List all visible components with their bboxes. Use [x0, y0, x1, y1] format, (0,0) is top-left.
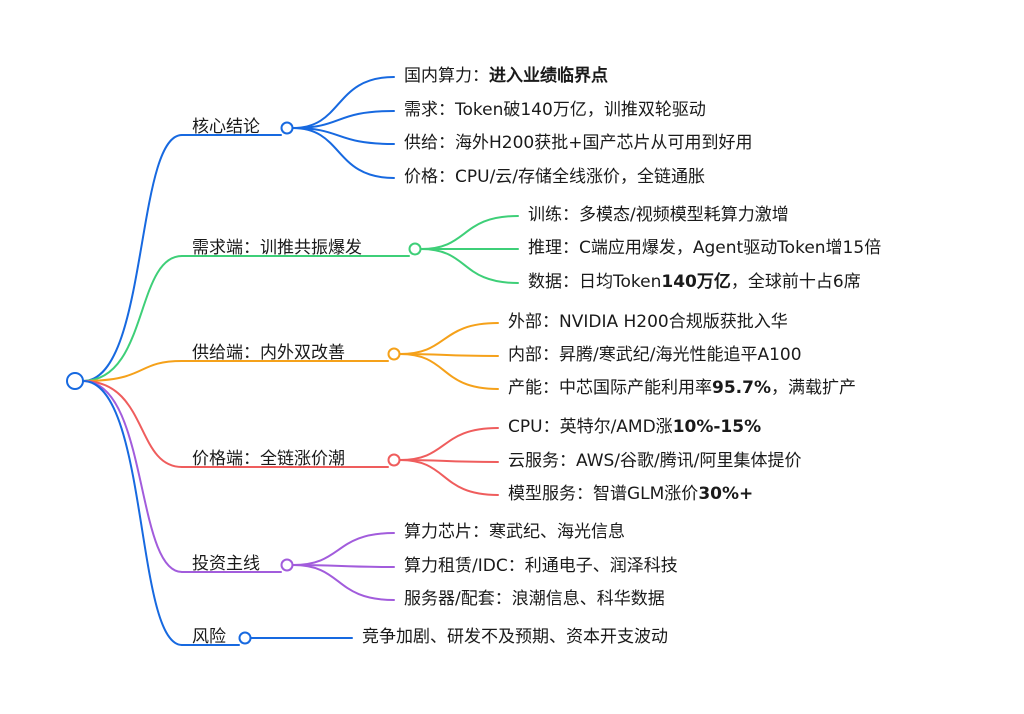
child-node-invest-1: 算力租赁/IDC：利通电子、润泽科技 — [404, 556, 678, 576]
child-node-price-1: 云服务：AWS/谷歌/腾讯/阿里集体提价 — [508, 451, 801, 471]
child-text-segment: 竞争加剧、研发不及预期、资本开支波动 — [362, 627, 668, 647]
child-text-segment: 服务器/配套：浪潮信息、科华数据 — [404, 589, 665, 609]
edge-demand-child-2 — [420, 248, 519, 284]
edge-root-invest — [82, 380, 183, 573]
child-node-price-2: 模型服务：智谱GLM涨价30%+ — [508, 484, 753, 504]
child-node-demand-1: 推理：C端应用爆发，Agent驱动Token增15倍 — [528, 238, 881, 258]
branch-label-risk: 风险 — [192, 627, 226, 647]
child-node-core-1: 需求：Token破140万亿，训推双轮驱动 — [404, 100, 706, 120]
branch-label-demand: 需求端：训推共振爆发 — [192, 238, 362, 258]
child-node-price-0: CPU：英特尔/AMD涨10%-15% — [508, 417, 761, 437]
edges-layer — [82, 76, 519, 646]
child-text-segment: 供给：海外H200获批+国产芯片从可用到好用 — [404, 133, 752, 153]
nodes-layer: 核心结论 国内算力：进入业绩临界点需求：Token破140万亿，训推双轮驱动供给：… — [66, 65, 881, 647]
edge-invest-child-1 — [292, 564, 395, 568]
edge-core-child-2 — [292, 127, 395, 145]
branch-toggle-core[interactable] — [280, 121, 294, 135]
edge-demand-child-0 — [420, 215, 519, 250]
edge-core-child-1 — [292, 110, 395, 129]
edge-root-demand — [82, 255, 183, 382]
child-text-segment: 95.7% — [712, 378, 771, 398]
child-node-demand-2: 数据：日均Token140万亿，全球前十占6席 — [528, 271, 861, 292]
child-text-segment: 模型服务：智谱GLM涨价 — [508, 484, 698, 504]
child-text-segment: 产能：中芯国际产能利用率 — [508, 378, 712, 398]
edge-root-core — [82, 134, 183, 382]
edge-root-supply — [82, 360, 183, 382]
child-text-segment: 推理：C端应用爆发，Agent驱动Token增15倍 — [528, 238, 881, 258]
child-text-segment: 10%-15% — [673, 417, 761, 437]
child-node-invest-0: 算力芯片：寒武纪、海光信息 — [404, 522, 625, 542]
child-text-segment: 云服务：AWS/谷歌/腾讯/阿里集体提价 — [508, 451, 801, 471]
edge-core-child-3 — [292, 127, 395, 179]
child-text-segment: 价格：CPU/云/存储全线涨价，全链通胀 — [404, 167, 705, 187]
branch-toggle-invest[interactable] — [280, 558, 294, 572]
branch-label-price: 价格端：全链涨价潮 — [192, 449, 345, 469]
child-text-segment: 需求：Token破140万亿，训推双轮驱动 — [404, 100, 706, 120]
child-text-segment: 算力芯片：寒武纪、海光信息 — [404, 522, 625, 542]
edge-root-price — [82, 380, 183, 468]
child-node-invest-2: 服务器/配套：浪潮信息、科华数据 — [404, 589, 665, 609]
branch-toggle-risk[interactable] — [238, 631, 252, 645]
child-node-core-2: 供给：海外H200获批+国产芯片从可用到好用 — [404, 133, 752, 153]
branch-label-core: 核心结论 — [192, 117, 260, 137]
root-node[interactable] — [66, 372, 84, 390]
child-node-supply-2: 产能：中芯国际产能利用率95.7%，满载扩产 — [508, 378, 856, 398]
child-text-segment: ，全球前十占6席 — [731, 272, 861, 292]
child-text-segment: 进入业绩临界点 — [489, 65, 608, 86]
edge-root-risk — [82, 380, 183, 646]
child-text-segment: 国内算力： — [404, 66, 489, 86]
child-text-segment: 训练：多模态/视频模型耗算力激增 — [528, 205, 789, 225]
edge-invest-child-2 — [292, 564, 395, 601]
branch-label-supply: 供给端：内外双改善 — [192, 343, 345, 363]
branch-toggle-supply[interactable] — [387, 347, 401, 361]
edge-price-child-1 — [399, 459, 499, 463]
child-node-core-3: 价格：CPU/云/存储全线涨价，全链通胀 — [404, 167, 705, 187]
child-node-core-0: 国内算力：进入业绩临界点 — [404, 65, 608, 86]
child-text-segment: 140万亿 — [661, 271, 731, 292]
edge-invest-child-0 — [292, 532, 395, 566]
branch-label-invest: 投资主线 — [192, 554, 260, 574]
child-node-risk-0: 竞争加剧、研发不及预期、资本开支波动 — [362, 627, 668, 647]
child-text-segment: 外部：NVIDIA H200合规版获批入华 — [508, 312, 788, 332]
edge-supply-child-0 — [399, 322, 499, 355]
child-node-supply-1: 内部：昇腾/寒武纪/海光性能追平A100 — [508, 345, 802, 365]
child-node-demand-0: 训练：多模态/视频模型耗算力激增 — [528, 205, 789, 225]
edge-supply-child-2 — [399, 353, 499, 390]
edge-price-child-2 — [399, 459, 499, 496]
child-text-segment: CPU：英特尔/AMD涨 — [508, 417, 673, 437]
edge-price-child-0 — [399, 427, 499, 461]
edge-supply-child-1 — [399, 353, 499, 357]
edge-core-child-0 — [292, 76, 395, 129]
branch-toggle-price[interactable] — [387, 453, 401, 467]
child-node-supply-0: 外部：NVIDIA H200合规版获批入华 — [508, 312, 788, 332]
child-text-segment: 30%+ — [698, 484, 753, 504]
child-text-segment: 算力租赁/IDC：利通电子、润泽科技 — [404, 556, 678, 576]
child-text-segment: 数据：日均Token — [528, 272, 661, 292]
child-text-segment: 内部：昇腾/寒武纪/海光性能追平A100 — [508, 345, 802, 365]
branch-toggle-demand[interactable] — [408, 242, 422, 256]
child-text-segment: ，满载扩产 — [771, 378, 856, 398]
